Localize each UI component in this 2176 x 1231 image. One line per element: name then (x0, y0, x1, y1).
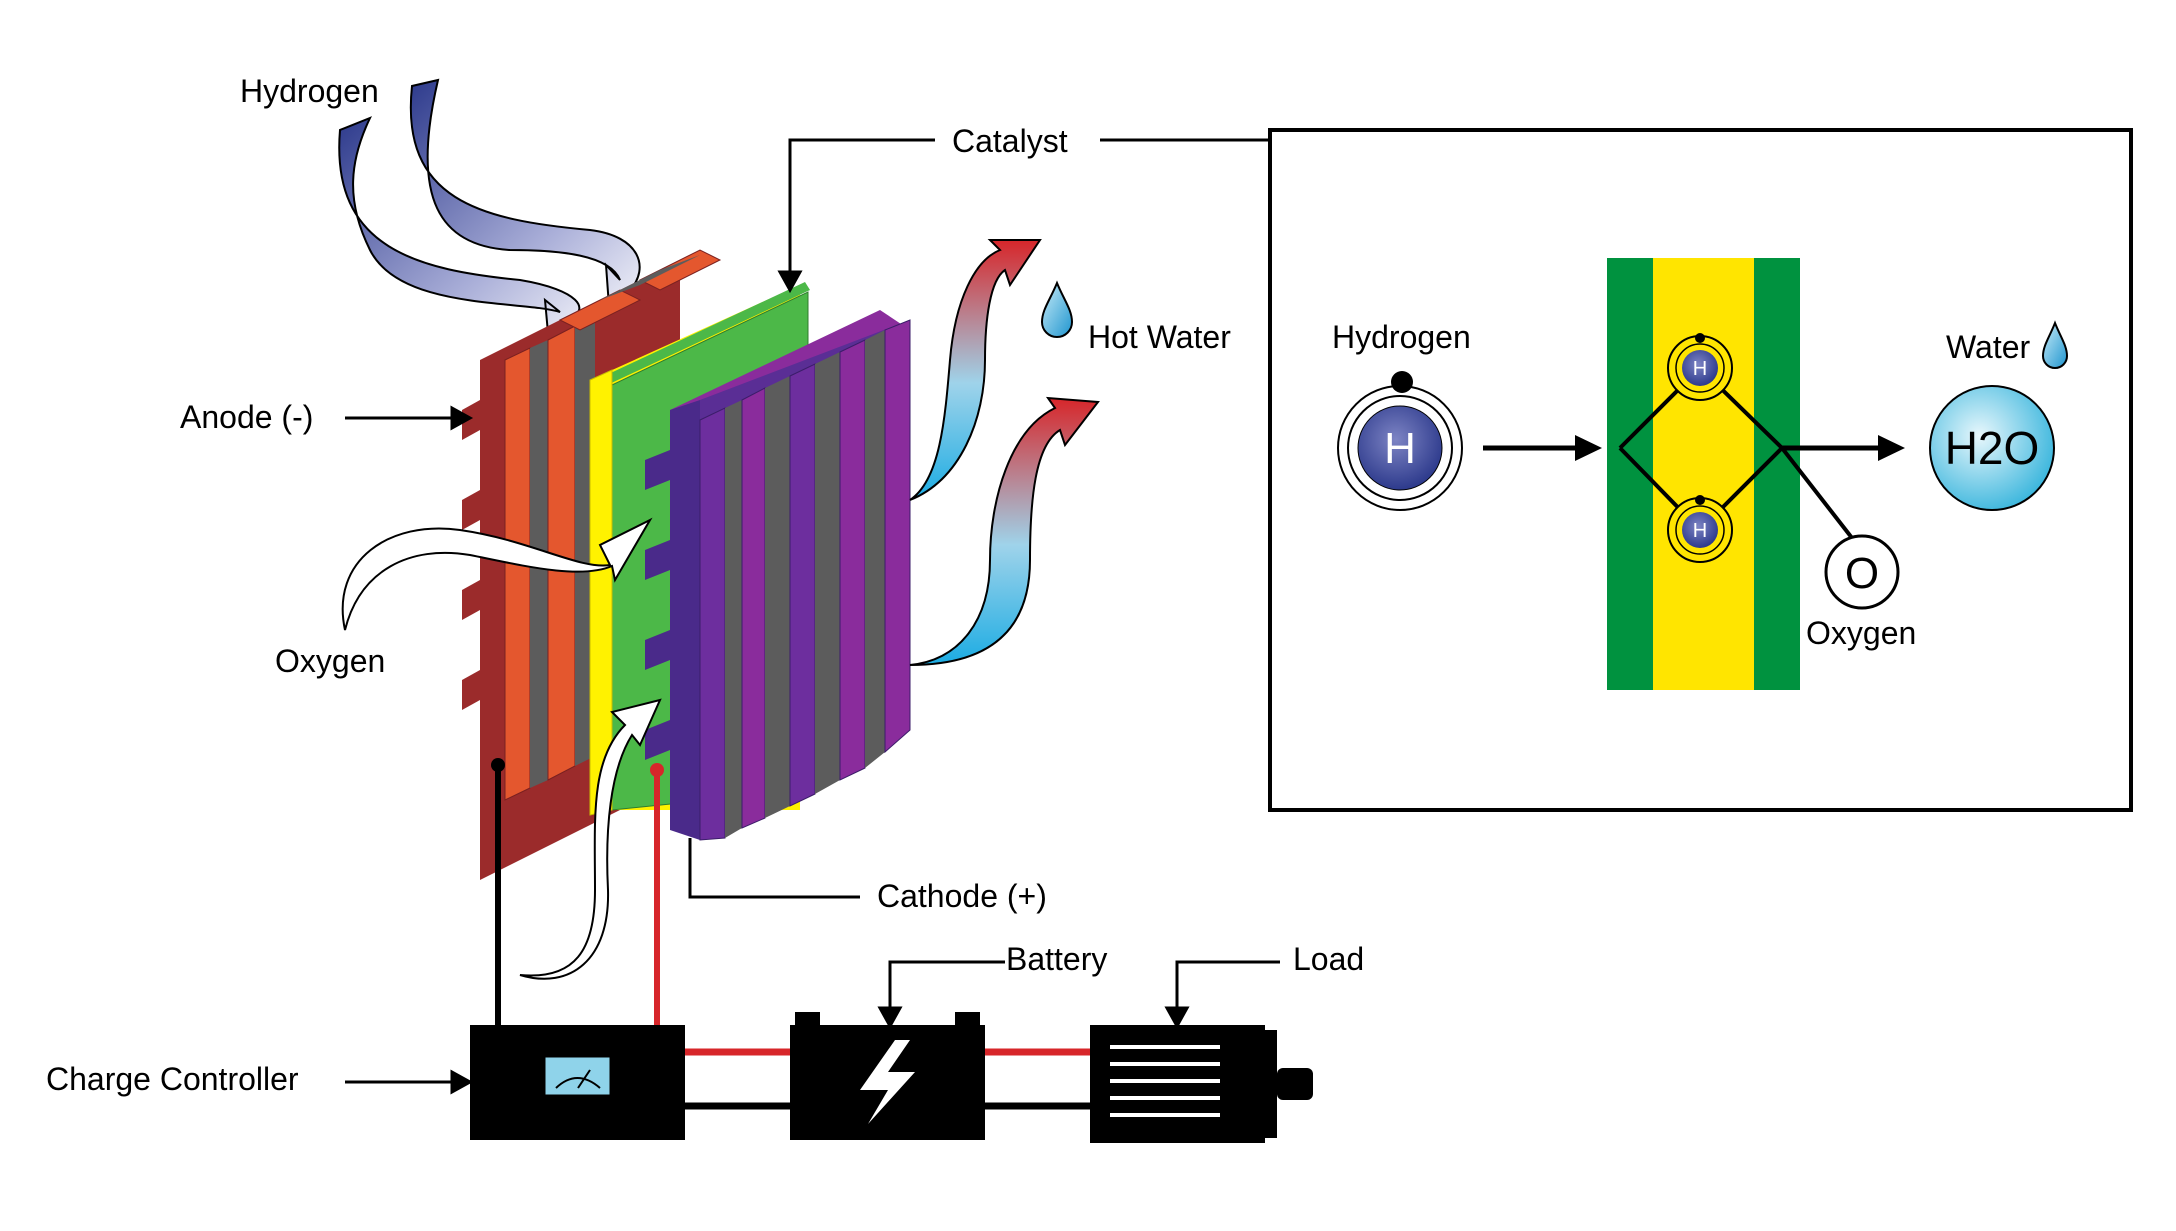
charge-controller-label: Charge Controller (46, 1061, 299, 1097)
charge-controller (470, 1025, 685, 1140)
inset-water-label: Water (1946, 329, 2031, 365)
load-label: Load (1293, 941, 1364, 977)
oxygen-label: Oxygen (275, 643, 385, 679)
electron-dot (1391, 371, 1413, 393)
svg-text:H: H (1693, 520, 1707, 542)
svg-text:H2O: H2O (1945, 422, 2040, 474)
hot-water-label: Hot Water (1088, 319, 1231, 355)
hot-water-arrows (909, 239, 1100, 666)
svg-text:H: H (1384, 424, 1416, 473)
leader-lines (345, 138, 1280, 1095)
cathode-label: Cathode (+) (877, 878, 1047, 914)
circuit-wires (491, 758, 1090, 1110)
anode-label: Anode (-) (180, 399, 313, 435)
load-motor (1090, 1025, 1313, 1143)
hot-water-arrow-1 (909, 239, 1042, 501)
inset-oxygen-label: Oxygen (1806, 615, 1916, 651)
oxygen-input-arrows (341, 517, 662, 980)
hydrogen-label: Hydrogen (240, 73, 379, 109)
battery-label: Battery (1006, 941, 1107, 977)
reaction-inset: H Hydrogen H H O Oxygen H2O Water (1268, 128, 2133, 812)
catalyst-label: Catalyst (952, 123, 1068, 159)
cathode-plate (645, 310, 911, 841)
svg-text:O: O (1845, 549, 1879, 598)
svg-text:H: H (1693, 358, 1707, 380)
oxygen-arrow-2 (519, 698, 662, 980)
inset-water-drop-icon (2041, 320, 2069, 369)
oxygen-atom (1824, 534, 1900, 610)
hot-water-arrow-2 (909, 396, 1100, 666)
battery (790, 1012, 985, 1140)
inset-hydrogen-label: Hydrogen (1332, 319, 1471, 355)
water-molecule (1929, 385, 2055, 511)
water-drop-icon (1040, 280, 1074, 338)
oxygen-arrow-1 (341, 517, 653, 631)
lightning-icon (860, 1040, 915, 1124)
